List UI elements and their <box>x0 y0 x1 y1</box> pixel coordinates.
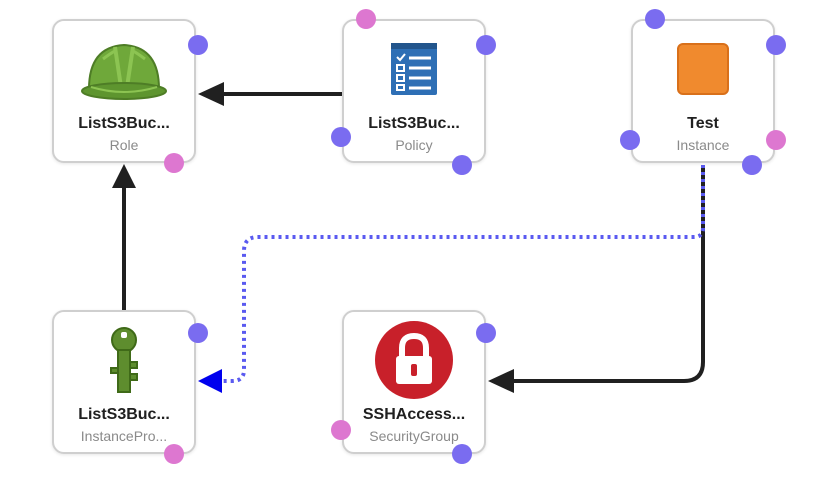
ec2-instance-icon <box>677 43 729 100</box>
security-group-node-subtitle: SecurityGroup <box>369 428 459 444</box>
role-port-top-right[interactable] <box>188 35 208 55</box>
edge-instance-profile-to-role[interactable] <box>112 164 136 310</box>
instance-profile-node-subtitle: InstancePro... <box>80 428 168 444</box>
instance-port-right[interactable] <box>766 130 786 150</box>
policy-document-icon <box>389 41 439 102</box>
role-node[interactable]: ListS3Buc... Role <box>52 19 196 163</box>
instance-profile-port-bottom-right[interactable] <box>164 444 184 464</box>
instance-port-left[interactable] <box>620 130 640 150</box>
instance-port-top-left[interactable] <box>645 9 665 29</box>
instance-node-subtitle: Instance <box>676 137 730 153</box>
role-port-bottom-right[interactable] <box>164 153 184 173</box>
padlock-icon <box>374 320 454 405</box>
policy-node-subtitle: Policy <box>395 137 433 153</box>
policy-port-top-right[interactable] <box>476 35 496 55</box>
instance-profile-node-title: ListS3Buc... <box>78 406 170 423</box>
instance-port-top-right[interactable] <box>766 35 786 55</box>
edge-instance-to-security-group[interactable] <box>488 165 705 393</box>
policy-port-left[interactable] <box>331 127 351 147</box>
instance-node[interactable]: Test Instance <box>631 19 775 163</box>
role-node-title: ListS3Buc... <box>78 115 170 132</box>
security-group-node[interactable]: SSHAccess... SecurityGroup <box>342 310 486 454</box>
edge-policy-to-role[interactable] <box>198 82 342 106</box>
policy-port-bottom-right[interactable] <box>452 155 472 175</box>
instance-node-title: Test <box>687 115 719 132</box>
instance-profile-node[interactable]: ListS3Buc... InstancePro... <box>52 310 196 454</box>
security-group-port-bottom-right[interactable] <box>452 444 472 464</box>
instance-profile-port-top-right[interactable] <box>188 323 208 343</box>
policy-node-title: ListS3Buc... <box>368 115 460 132</box>
security-group-port-left[interactable] <box>331 420 351 440</box>
instance-port-bottom-right[interactable] <box>742 155 762 175</box>
hard-hat-icon <box>81 37 167 106</box>
security-group-node-title: SSHAccess... <box>362 406 466 423</box>
policy-node[interactable]: ListS3Buc... Policy <box>342 19 486 163</box>
key-icon <box>106 326 142 401</box>
role-node-subtitle: Role <box>109 137 139 153</box>
security-group-port-top-right[interactable] <box>476 323 496 343</box>
edge-instance-to-instance-profile-dotted[interactable] <box>198 165 705 393</box>
policy-port-top-left[interactable] <box>356 9 376 29</box>
